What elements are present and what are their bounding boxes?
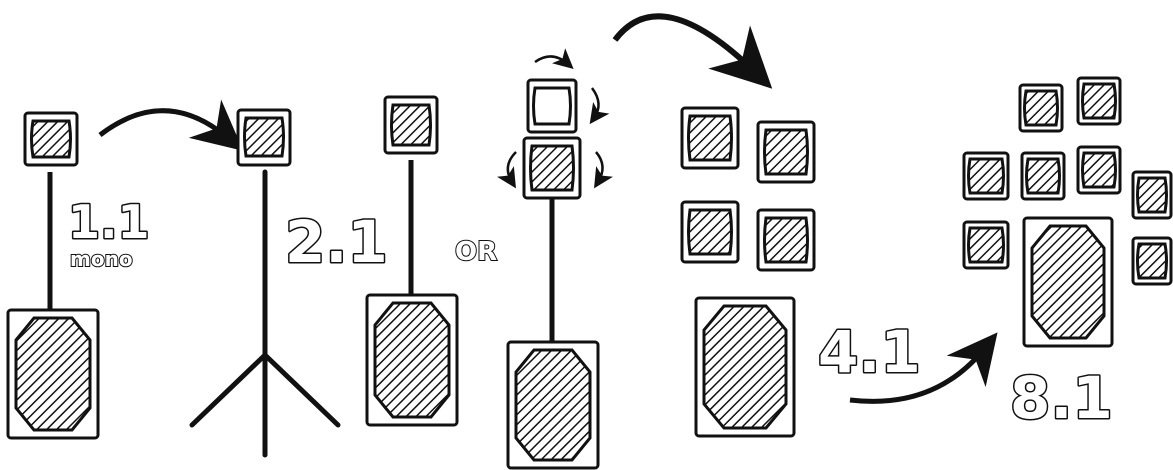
- config-sublabel: mono: [70, 247, 133, 271]
- satellite-speaker-icon: [756, 120, 816, 184]
- subwoofer-icon: [6, 308, 100, 440]
- arrow-icon: [612, 13, 773, 89]
- satellite-speaker-icon: [236, 108, 292, 167]
- satellite-speaker-icon: [1131, 170, 1173, 220]
- config-label: 2.1: [285, 208, 388, 276]
- rotate-arrow-icon: [496, 48, 614, 189]
- satellite-speaker-icon: [23, 111, 79, 167]
- subwoofer-icon: [365, 293, 459, 427]
- satellite-speaker-icon: [1076, 145, 1122, 195]
- subwoofer-icon: [694, 296, 796, 438]
- arrow-icon: [98, 99, 244, 151]
- satellite-speaker-icon: [962, 220, 1010, 270]
- or-connector: OR: [455, 237, 497, 267]
- config-2-1-tripod: [189, 108, 341, 458]
- satellite-speaker-icon: [680, 106, 740, 170]
- config-label: 8.1: [1010, 364, 1113, 432]
- satellite-speaker-icon: [1076, 76, 1122, 126]
- subwoofer-icon: [506, 340, 600, 470]
- config-4-1: [680, 106, 816, 438]
- satellite-speaker-icon: [1018, 83, 1064, 133]
- subwoofer-icon: [1022, 216, 1114, 348]
- satellite-speaker-icon: [962, 151, 1010, 201]
- config-label: 1.1: [68, 195, 150, 249]
- config-8-1: [962, 76, 1173, 348]
- satellite-speaker-icon: [383, 95, 439, 155]
- config-stacked-variant: [496, 48, 614, 470]
- tripod-stand: [189, 169, 341, 458]
- arrow-icon: [849, 332, 998, 404]
- satellite-speaker-icon: [1131, 236, 1173, 286]
- satellite-speaker-icon: [680, 200, 740, 264]
- satellite-speaker-icon: [522, 136, 582, 200]
- satellite-speaker-icon: [526, 78, 578, 134]
- satellite-speaker-icon: [756, 208, 816, 272]
- satellite-speaker-icon: [1020, 151, 1066, 201]
- config-1-1-mono: 1.1 mono: [6, 111, 151, 440]
- config-label: 4.1: [818, 318, 921, 386]
- config-2-1-subwoofer: [365, 95, 459, 427]
